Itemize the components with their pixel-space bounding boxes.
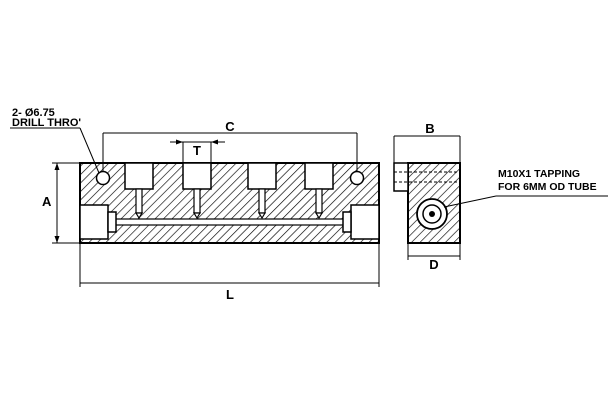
drill-note-label: DRILL THRO' xyxy=(12,117,81,129)
dimension-t-label: T xyxy=(193,143,201,158)
mounting-hole-left xyxy=(95,170,111,186)
dimension-lines-front xyxy=(10,127,380,287)
top-ports xyxy=(124,162,334,190)
dimension-arrows-front xyxy=(54,139,218,243)
dimension-c-label: C xyxy=(225,119,235,134)
dimension-b-label: B xyxy=(425,121,434,136)
dimension-d-label: D xyxy=(429,257,438,272)
end-port-left xyxy=(79,204,109,240)
side-port-boss xyxy=(393,162,409,192)
front-section-view xyxy=(79,162,380,244)
top-port-1 xyxy=(124,162,154,190)
drill-count-label: 2- Ø6.75 xyxy=(12,107,55,119)
top-port-2 xyxy=(182,162,212,190)
dimension-a-label: A xyxy=(42,194,52,209)
side-view xyxy=(393,162,461,244)
dimension-lines-side xyxy=(393,135,608,260)
mounting-hole-right xyxy=(349,170,365,186)
dimension-l-label: L xyxy=(226,287,234,302)
end-ports xyxy=(79,204,380,240)
top-port-4 xyxy=(304,162,334,190)
end-port-right xyxy=(350,204,380,240)
tapping-spec-label: M10X1 TAPPING xyxy=(498,168,580,180)
tapping-note-label: FOR 6MM OD TUBE xyxy=(498,181,597,193)
vertical-passages xyxy=(134,188,324,220)
main-bore xyxy=(111,218,347,226)
top-port-3 xyxy=(247,162,277,190)
